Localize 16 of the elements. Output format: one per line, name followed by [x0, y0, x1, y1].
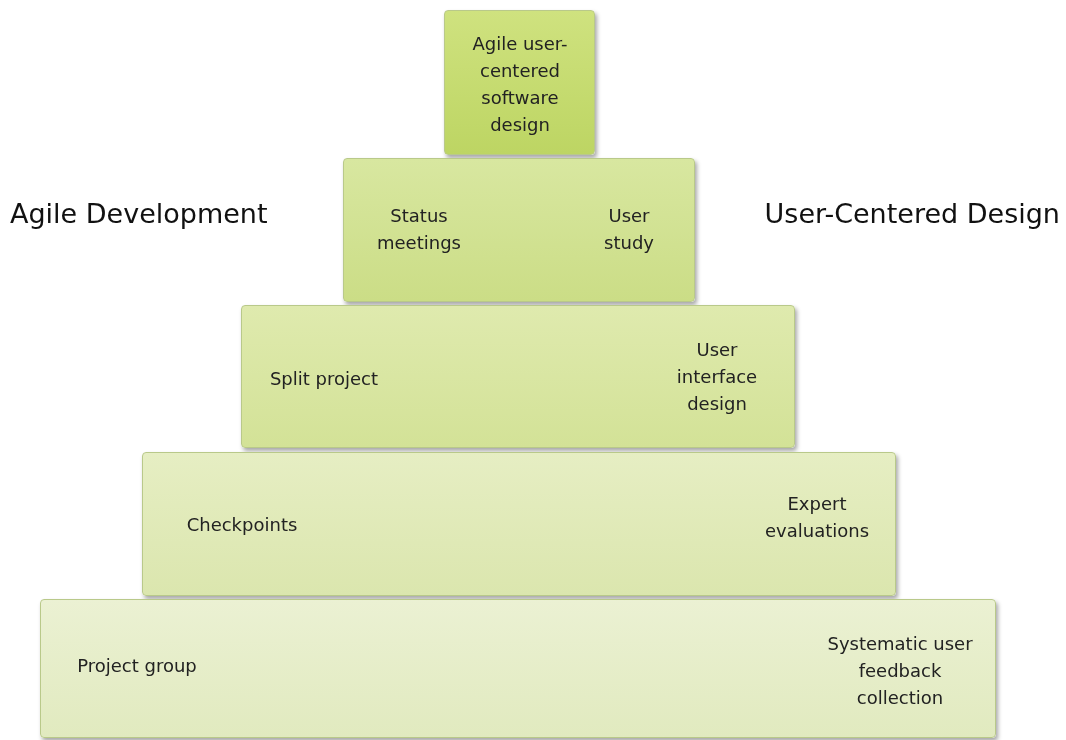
tier-label: Systematic user feedback collection [826, 631, 974, 710]
tier-label: Expert evaluations [763, 492, 871, 543]
tier-label: Project group [76, 653, 198, 678]
pyramid-tier [444, 10, 595, 155]
tier-label: Split project [269, 366, 379, 391]
side-heading: Agile Development [10, 197, 268, 229]
tier-label: User interface design [675, 337, 759, 416]
tier-label: Agile user-centered software design [471, 32, 569, 137]
pyramid-tier [343, 158, 695, 302]
tier-label: Checkpoints [185, 512, 299, 537]
tier-label: Status meetings [376, 204, 462, 255]
tier-label: User study [603, 204, 655, 255]
pyramid-tier [241, 305, 795, 448]
pyramid-tier [142, 452, 896, 596]
pyramid-tier [40, 599, 996, 738]
side-heading: User-Centered Design [764, 197, 1060, 229]
